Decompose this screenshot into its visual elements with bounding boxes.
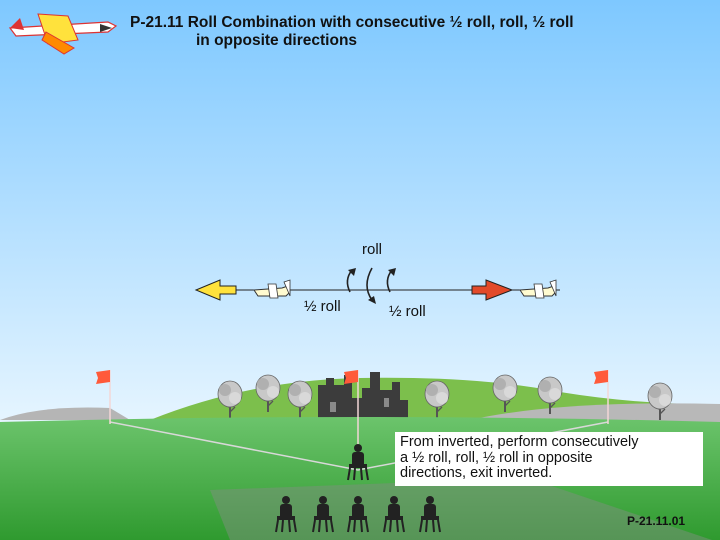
sky bbox=[0, 0, 720, 425]
castle-window bbox=[384, 398, 389, 407]
full-roll-symbol bbox=[366, 267, 373, 301]
flag-right bbox=[594, 370, 609, 424]
figure-id: P-21.11.01 bbox=[627, 514, 686, 528]
half-roll-label-right: ½ roll bbox=[389, 303, 426, 320]
flag-left bbox=[96, 370, 111, 424]
aerobatic-plane-logo bbox=[8, 13, 118, 55]
exit-plane bbox=[253, 279, 291, 299]
entry-plane bbox=[519, 279, 557, 299]
roll-symbols bbox=[346, 267, 396, 304]
castle-ruin bbox=[318, 372, 408, 420]
judging-area bbox=[210, 478, 712, 540]
figure-title-line1: P-21.11 Roll Combination with consecutiv… bbox=[130, 14, 574, 31]
castle-window bbox=[330, 402, 336, 412]
description-line3: directions, exit inverted. bbox=[400, 465, 553, 481]
description-line1: From inverted, perform consecutively bbox=[400, 434, 639, 450]
exit-arrow bbox=[194, 279, 237, 301]
roll-label: roll bbox=[362, 241, 383, 258]
half-roll-label-left: ½ roll bbox=[304, 298, 341, 315]
figure-title-line2: in opposite directions bbox=[196, 32, 358, 49]
description-line2: a ½ roll, roll, ½ roll in opposite bbox=[400, 449, 593, 466]
flag-center bbox=[344, 370, 359, 446]
distant-hill-left bbox=[0, 407, 130, 420]
description-box: From inverted, perform consecutively a ½… bbox=[395, 432, 703, 486]
entry-arrow bbox=[471, 279, 514, 301]
